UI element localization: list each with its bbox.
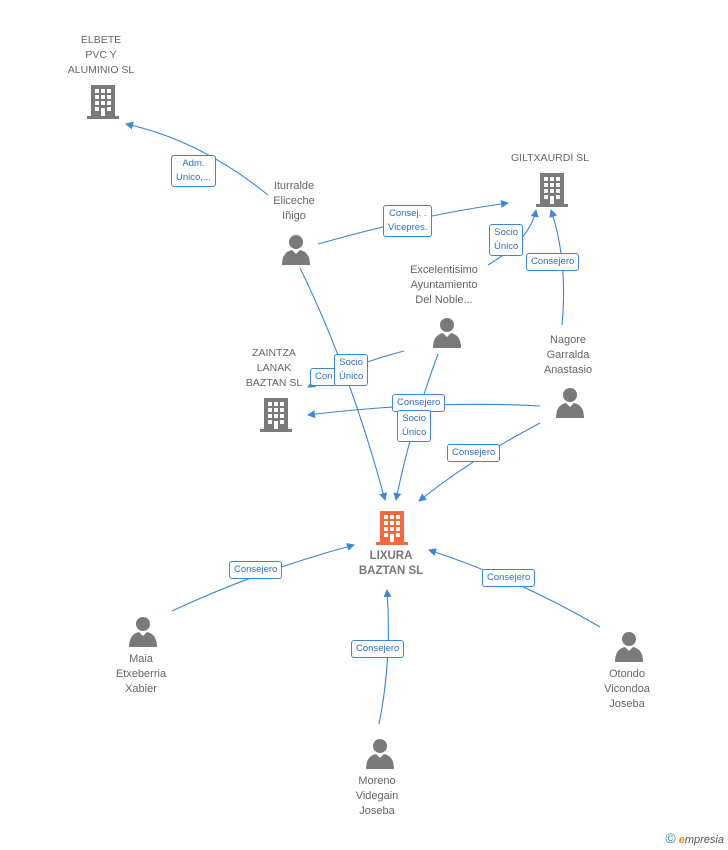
elbete-building-icon[interactable] [86, 83, 120, 124]
lixura-label[interactable]: LIXURA BAZTAN SL [358, 550, 424, 577]
edge-otondo-lixura [428, 548, 601, 628]
edge-label-consejero-moreno[interactable]: Consejero [351, 640, 405, 658]
maia-label[interactable]: Maia Etxeberria Xabier [115, 653, 167, 695]
zaintza-building-icon[interactable] [259, 396, 293, 437]
edge-label-consejero-maia[interactable]: Consejero [229, 561, 283, 579]
nagore-person-icon[interactable] [555, 386, 585, 423]
edge-label-consejero-otondo[interactable]: Consejero [482, 569, 536, 587]
brand-name: mpresia [684, 834, 724, 846]
copyright-symbol: © [665, 830, 676, 846]
maia-person-icon[interactable] [128, 615, 158, 652]
empresia-footer[interactable]: ©empresia [665, 830, 724, 846]
giltxaurdi-label[interactable]: GILTXAURDI SL [511, 152, 589, 164]
giltxaurdi-building-icon[interactable] [535, 171, 569, 212]
edge-label-consejero-nagore-lixura[interactable]: Consejero [447, 444, 501, 462]
otondo-person-icon[interactable] [614, 630, 644, 667]
edge-iturralde-elbete [125, 121, 269, 196]
excelentisimo-label[interactable]: Excelentisimo Ayuntamiento Del Noble... [410, 264, 478, 306]
edge-label-consej-vicepres[interactable]: Consej. . Vicepres. [383, 205, 433, 237]
moreno-person-icon[interactable] [365, 737, 395, 774]
zaintza-label[interactable]: ZAINTZA LANAK BAZTAN SL [245, 347, 303, 389]
nagore-label[interactable]: Nagore Garralda Anastasio [543, 334, 593, 376]
otondo-label[interactable]: Otondo Vicondoa Joseba [604, 668, 650, 710]
excelentisimo-person-icon[interactable] [432, 316, 462, 353]
edge-label-socio-unico-iturralde[interactable]: Socio Único [334, 354, 369, 386]
edge-label-adm-unico[interactable]: Adm. Unico,... [171, 155, 216, 187]
edge-label-socio-unico-excel[interactable]: Socio Único [397, 410, 432, 442]
edge-label-socio-unico-gilt[interactable]: Socio Único [489, 224, 524, 256]
elbete-label[interactable]: ELBETE PVC Y ALUMINIO SL [67, 34, 135, 76]
brand-initial: e [678, 834, 685, 846]
edge-moreno-lixura [378, 589, 392, 725]
moreno-label[interactable]: Moreno Videgain Joseba [355, 775, 399, 817]
edge-label-consejero-gilt[interactable]: Consejero [526, 253, 580, 271]
iturralde-person-icon[interactable] [281, 233, 311, 270]
iturralde-label[interactable]: Iturralde Eliceche Iñigo [273, 180, 315, 222]
edge-nagore-lixura [418, 422, 541, 502]
lixura-building-icon[interactable] [375, 509, 409, 550]
